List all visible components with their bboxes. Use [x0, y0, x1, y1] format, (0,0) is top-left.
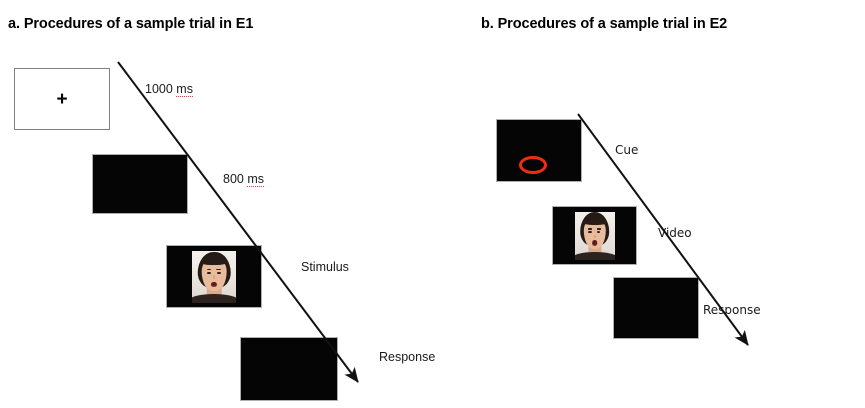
fixation-frame: + [14, 68, 110, 130]
response-frame [613, 277, 699, 339]
label-duration-1000ms: 1000 ms [145, 82, 193, 97]
label-duration-800ms-text: 800 [223, 172, 248, 186]
label-duration-800ms: 800 ms [223, 172, 265, 187]
response-frame [240, 337, 338, 401]
label-stage-video: Video [658, 226, 692, 240]
label-stage-response: Response [703, 303, 761, 317]
label-stage-stimulus: Stimulus [301, 260, 349, 274]
panel-a-title: a. Procedures of a sample trial in E1 [8, 16, 254, 32]
label-duration-1000ms-unit: ms [176, 82, 193, 97]
face-photo [192, 250, 236, 303]
fixation-cross: + [56, 88, 68, 110]
panel-experiment-1: a. Procedures of a sample trial in E1 + [8, 16, 436, 401]
stimulus-frame [166, 245, 262, 308]
label-stage-cue: Cue [615, 143, 639, 157]
video-frame [552, 206, 637, 265]
red-ellipse-cue [519, 156, 547, 174]
cue-frame [496, 119, 582, 182]
label-duration-800ms-unit: ms [247, 172, 265, 187]
label-stage-response: Response [379, 350, 436, 364]
panel-b-title: b. Procedures of a sample trial in E2 [481, 16, 728, 32]
label-duration-1000ms-text: 1000 [145, 82, 177, 96]
panel-experiment-2: b. Procedures of a sample trial in E2 [440, 0, 865, 408]
face-photo [574, 211, 615, 260]
blank-frame [92, 154, 188, 214]
